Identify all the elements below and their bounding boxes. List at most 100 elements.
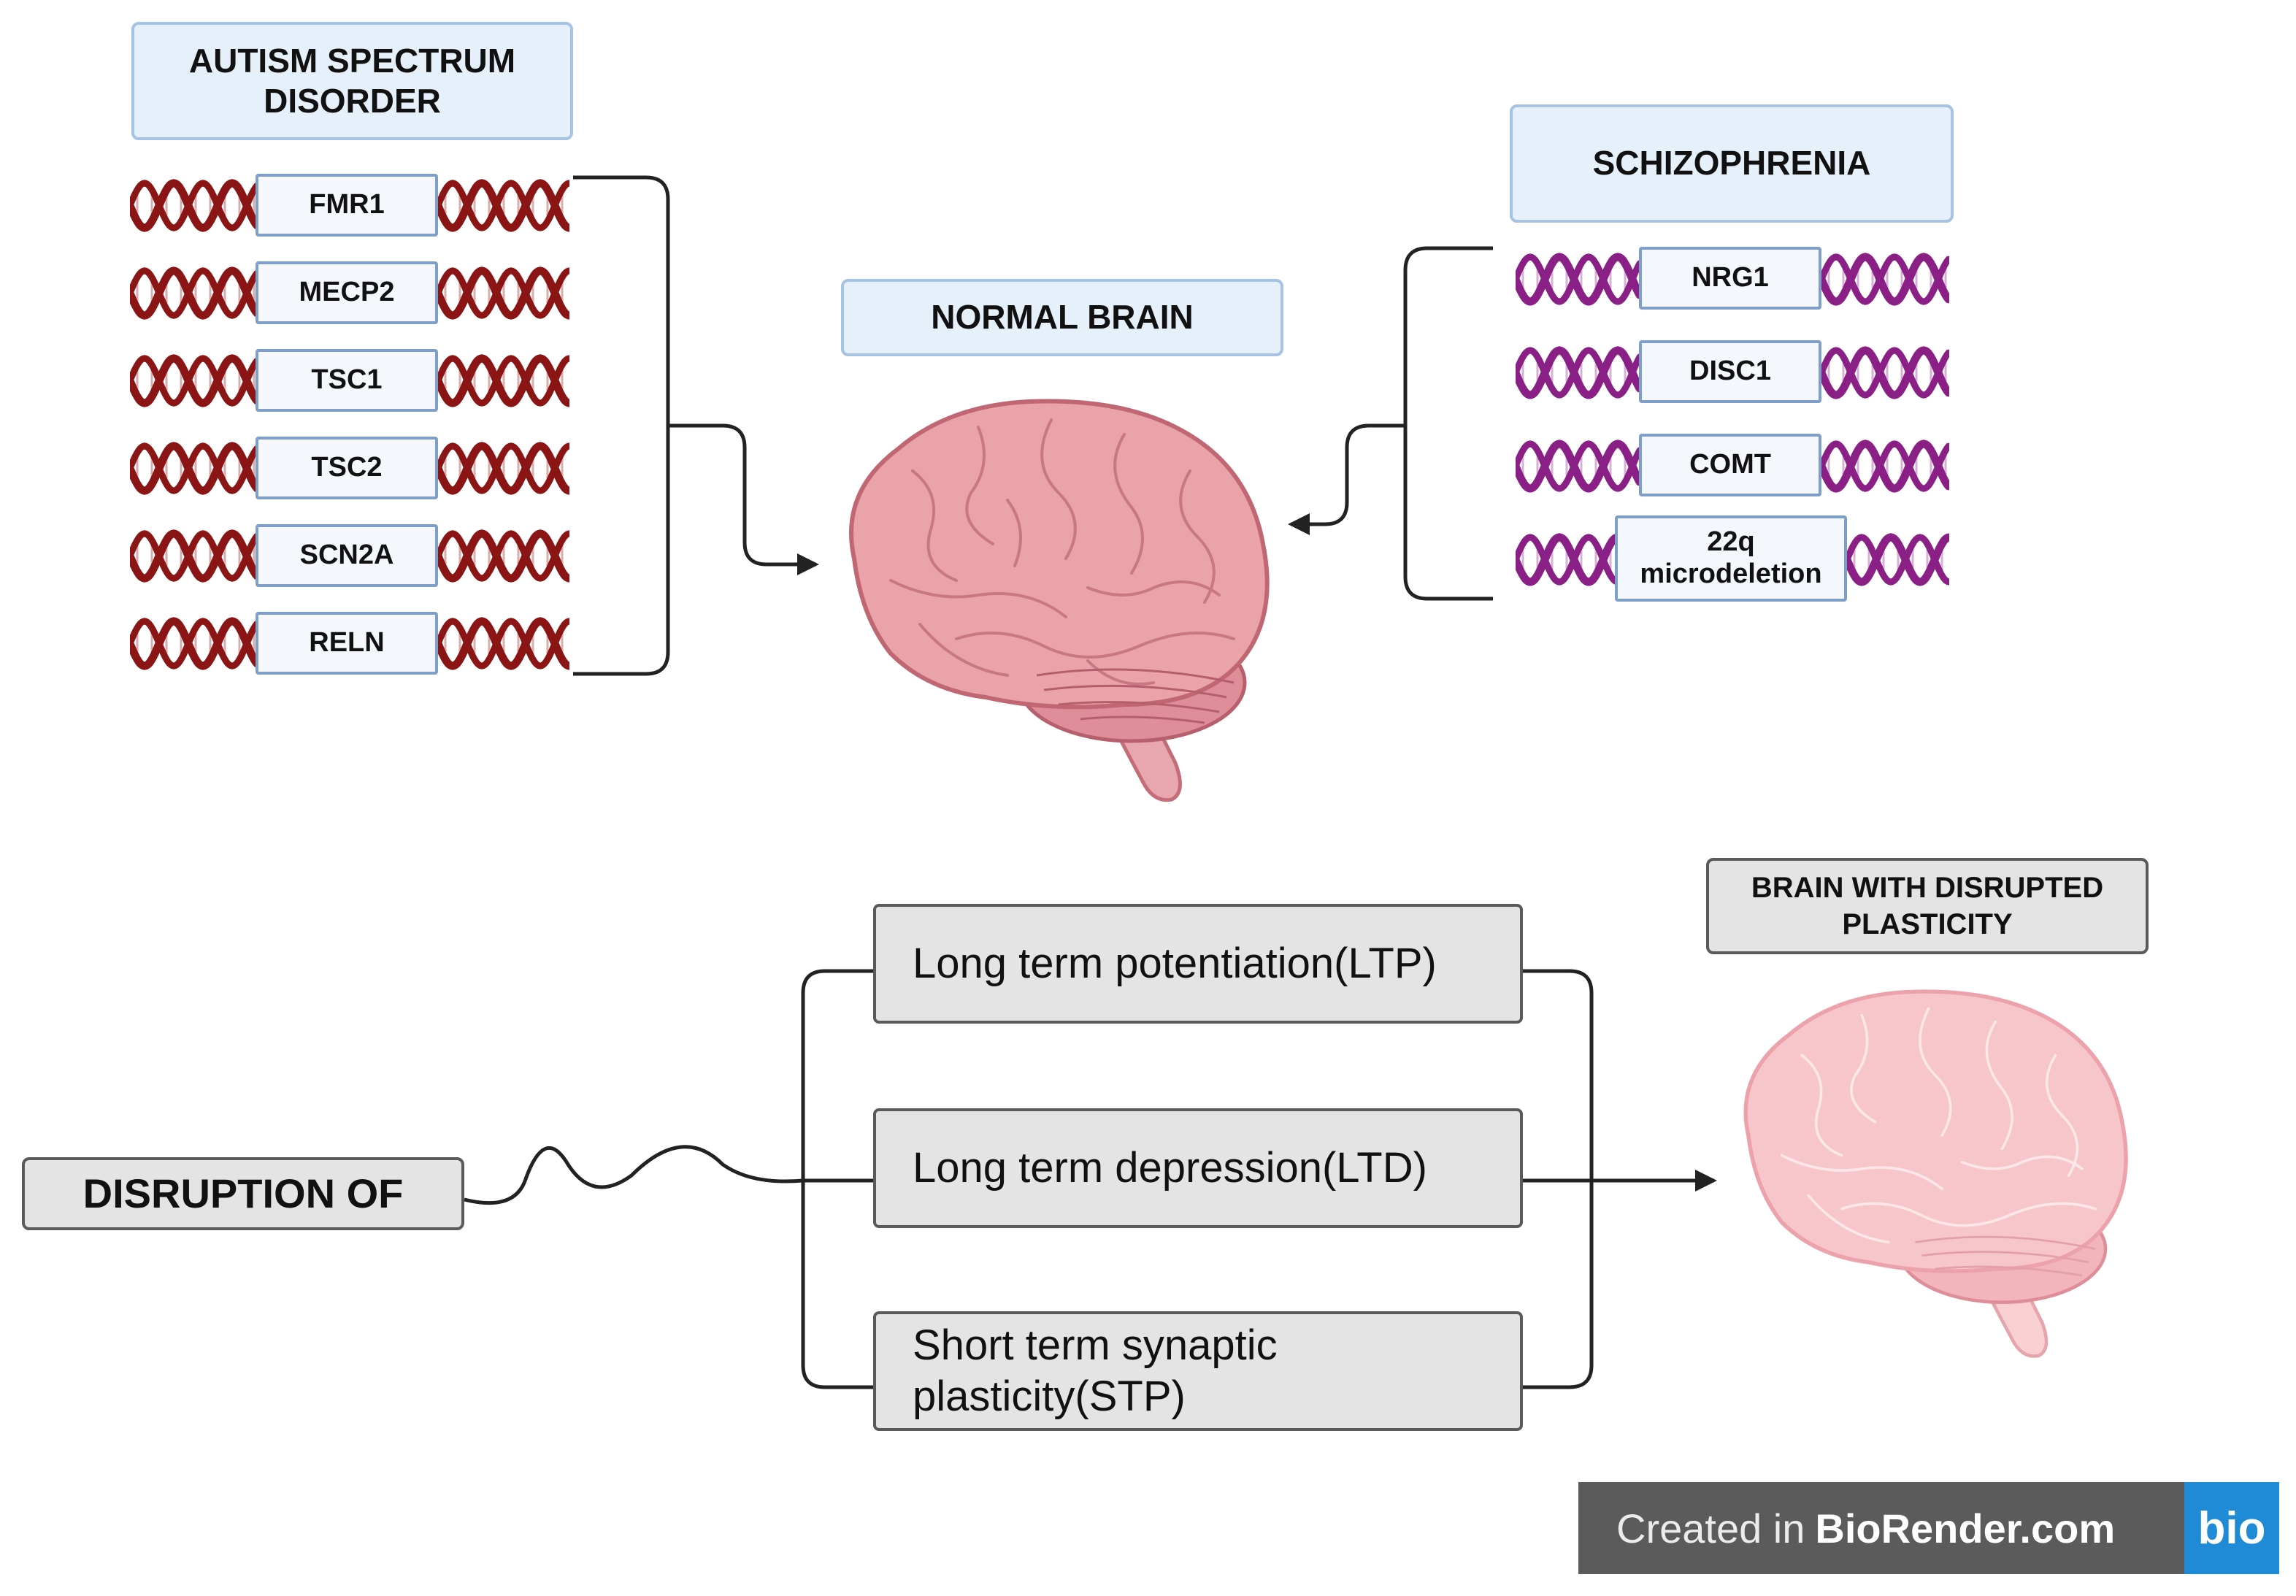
- dna-helix-icon: [1516, 346, 1640, 399]
- disrupted-brain-illustration: [1743, 989, 2128, 1358]
- gene-label: COMT: [1689, 449, 1771, 480]
- helix-strand: [1516, 253, 1640, 306]
- helix-strand: [438, 529, 569, 583]
- helix-strand: [1821, 440, 1949, 493]
- helix-strand: [1516, 346, 1640, 399]
- dna-helix-icon: [130, 179, 258, 232]
- helix-strand: [1847, 534, 1949, 586]
- dna-helix-icon: [1847, 533, 1949, 586]
- helix-strand: [438, 442, 569, 494]
- scz-to-brain-arrow: [1288, 423, 1405, 535]
- helix-strand: [130, 354, 258, 407]
- gene-label: NRG1: [1692, 262, 1769, 294]
- brain-icon: [1743, 989, 2128, 1358]
- gene-label: RELN: [309, 627, 385, 659]
- dna-helix-icon: [438, 354, 569, 407]
- helix-strand: [130, 617, 258, 670]
- helix-strand: [130, 442, 258, 494]
- asd-bracket: [573, 175, 670, 676]
- asd-title: AUTISM SPECTRUM DISORDER: [188, 41, 516, 120]
- schizophrenia-title-box: SCHIZOPHRENIA: [1510, 104, 1954, 223]
- process-label: Short term synaptic plasticity(STP): [913, 1321, 1278, 1420]
- gene-disc1: DISC1: [1639, 340, 1821, 403]
- gene-label: TSC1: [311, 364, 383, 396]
- dna-helix-icon: [438, 179, 569, 232]
- helix-strand: [130, 529, 258, 583]
- helix-strand: [1516, 440, 1640, 493]
- helix-strand: [130, 355, 258, 407]
- helix-strand: [130, 618, 258, 670]
- helix-strand: [1516, 534, 1618, 586]
- helix-strand: [1821, 347, 1949, 399]
- dna-helix-icon: [130, 442, 258, 495]
- asd-title-box: AUTISM SPECTRUM DISORDER: [131, 22, 573, 140]
- helix-strand: [1821, 253, 1949, 305]
- process-ltd: Long term depression(LTD): [873, 1108, 1523, 1228]
- dna-helix-icon: [1821, 346, 1949, 399]
- dna-helix-icon: [1821, 440, 1949, 493]
- helix-strand: [438, 442, 569, 495]
- process-stp: Short term synaptic plasticity(STP): [873, 1311, 1523, 1431]
- helix-strand: [438, 266, 569, 320]
- dna-helix-icon: [438, 529, 569, 583]
- dna-helix-icon: [1821, 253, 1949, 306]
- disruption-wave: [464, 1145, 804, 1205]
- normal-brain-illustration: [849, 399, 1270, 802]
- helix-strand: [438, 354, 569, 407]
- gene-mecp2: MECP2: [256, 261, 438, 324]
- dna-helix-icon: [130, 266, 258, 320]
- gene-22q-microdeletion: 22q microdeletion: [1615, 515, 1847, 602]
- helix-strand: [130, 266, 258, 320]
- gene-comt: COMT: [1639, 434, 1821, 496]
- helix-strand: [438, 267, 569, 319]
- process-label: Long term depression(LTD): [913, 1144, 1427, 1192]
- helix-strand: [438, 180, 569, 231]
- dna-helix-icon: [130, 617, 258, 670]
- helix-strand: [438, 355, 569, 407]
- helix-strand: [130, 267, 258, 319]
- process-label: Long term potentiation(LTP): [913, 940, 1437, 988]
- gene-scn2a: SCN2A: [256, 524, 438, 587]
- gene-tsc2: TSC2: [256, 437, 438, 499]
- asd-to-brain-arrow: [668, 423, 819, 575]
- gene-label: MECP2: [299, 277, 395, 308]
- watermark-created-text: Created in: [1616, 1505, 1805, 1551]
- dna-helix-icon: [1516, 533, 1618, 586]
- helix-strand: [438, 179, 569, 232]
- normal-brain-title: NORMAL BRAIN: [931, 298, 1194, 337]
- helix-strand: [1821, 253, 1949, 306]
- helix-strand: [130, 180, 258, 231]
- helix-strand: [438, 530, 569, 582]
- dna-helix-icon: [130, 354, 258, 407]
- watermark-logo-text: bio: [2197, 1503, 2266, 1554]
- helix-strand: [1516, 253, 1640, 305]
- disrupted-brain-title: BRAIN WITH DISRUPTED PLASTICITY: [1751, 872, 2104, 940]
- dna-helix-icon: [438, 266, 569, 320]
- helix-strand: [1821, 346, 1949, 399]
- gene-nrg1: NRG1: [1639, 247, 1821, 310]
- disruption-label: DISRUPTION OF: [82, 1170, 404, 1217]
- schizophrenia-title: SCHIZOPHRENIA: [1592, 144, 1871, 183]
- helix-strand: [1516, 440, 1640, 492]
- helix-strand: [1516, 347, 1640, 399]
- scz-bracket: [1403, 246, 1493, 601]
- helix-strand: [1516, 533, 1618, 586]
- brain-icon: [849, 399, 1270, 802]
- gene-label: SCN2A: [299, 540, 394, 571]
- dna-helix-icon: [438, 617, 569, 670]
- dna-helix-icon: [130, 529, 258, 583]
- gene-label: FMR1: [309, 189, 385, 220]
- disruption-box: DISRUPTION OF: [22, 1157, 464, 1230]
- helix-strand: [130, 179, 258, 232]
- dna-helix-icon: [438, 442, 569, 495]
- gene-label: TSC2: [311, 452, 383, 483]
- helix-strand: [1847, 533, 1949, 586]
- helix-strand: [438, 618, 569, 670]
- gene-fmr1: FMR1: [256, 174, 438, 237]
- gene-label: 22q microdeletion: [1640, 526, 1822, 589]
- dna-helix-icon: [1516, 253, 1640, 306]
- helix-strand: [130, 530, 258, 582]
- gene-tsc1: TSC1: [256, 349, 438, 412]
